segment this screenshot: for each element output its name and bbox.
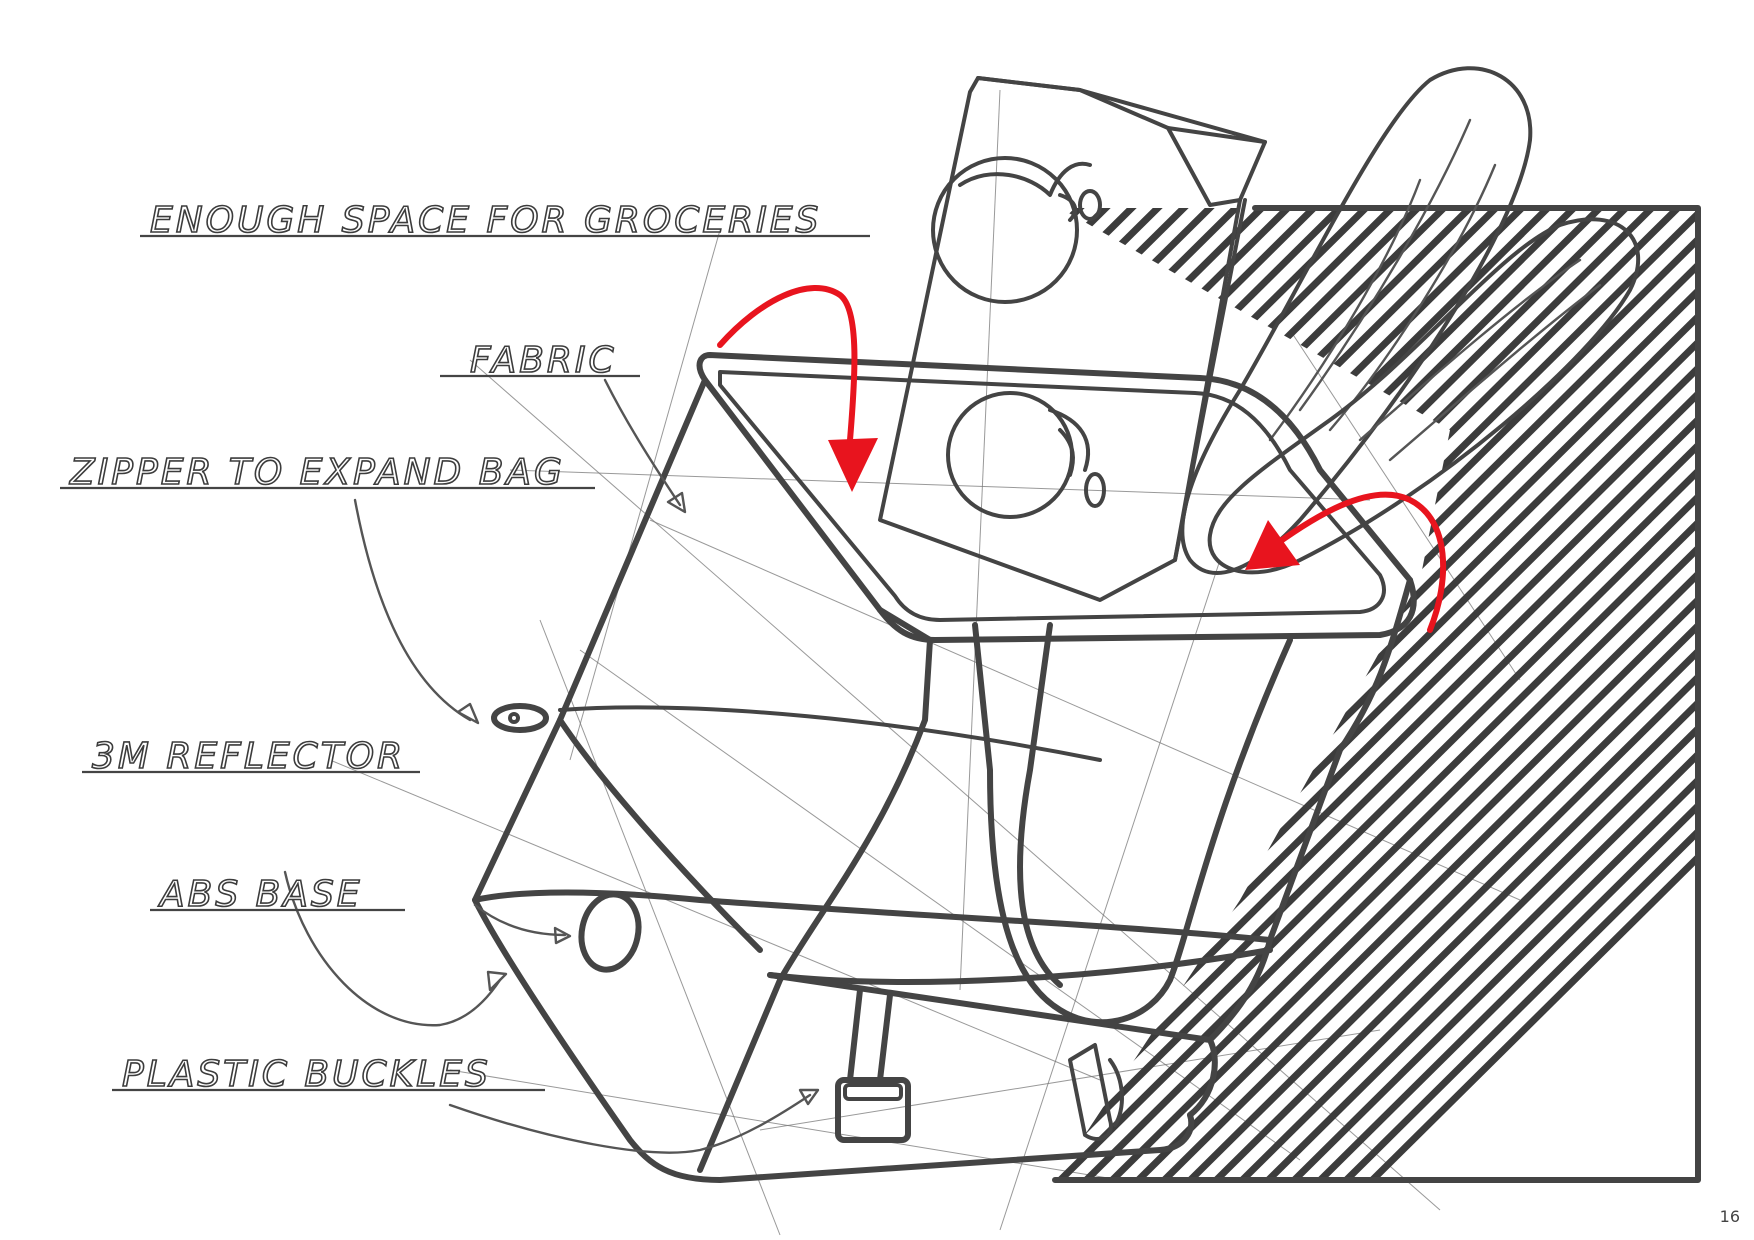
wall-hatch-line: [396, 180, 1446, 1220]
callout-abs-base-outline: ABS BASE: [158, 874, 363, 915]
wall-hatch-line: [942, 180, 1754, 1220]
wall-hatch-line: [994, 180, 1754, 1220]
wall-hatch-line: [1150, 180, 1754, 1220]
page-number: 16: [1720, 1207, 1740, 1226]
callout-zipper: ZIPPER TO EXPAND BAG ZIPPER TO EXPAND BA…: [60, 452, 595, 493]
callout-groceries: ENOUGH SPACE FOR GROCERIES ENOUGH SPACE …: [140, 200, 870, 241]
callout-abs-base: ABS BASE ABS BASE: [150, 874, 405, 915]
buckle-left: [838, 990, 908, 1140]
wall-hatch-line: [1306, 180, 1754, 1220]
callout-zipper-outline: ZIPPER TO EXPAND BAG: [69, 452, 565, 493]
callout-groceries-outline: ENOUGH SPACE FOR GROCERIES: [150, 200, 821, 241]
wall-hatch-line: [838, 180, 1754, 1220]
buckle-right: [1070, 1045, 1122, 1139]
wall-hatch-line: [344, 180, 1394, 1220]
callout-reflector: 3M REFLECTOR 3M REFLECTOR: [82, 736, 420, 777]
bike-bag-illustration: [475, 355, 1414, 1180]
callout-buckles-outline: PLASTIC BUCKLES: [122, 1054, 491, 1095]
callout-fabric-outline: FABRIC: [470, 340, 617, 381]
callout-buckles: PLASTIC BUCKLES PLASTIC BUCKLES: [112, 1054, 545, 1095]
milk-carton-illustration: [880, 78, 1265, 600]
callout-fabric: FABRIC FABRIC: [440, 340, 640, 381]
callout-reflector-outline: 3M REFLECTOR: [92, 736, 405, 777]
